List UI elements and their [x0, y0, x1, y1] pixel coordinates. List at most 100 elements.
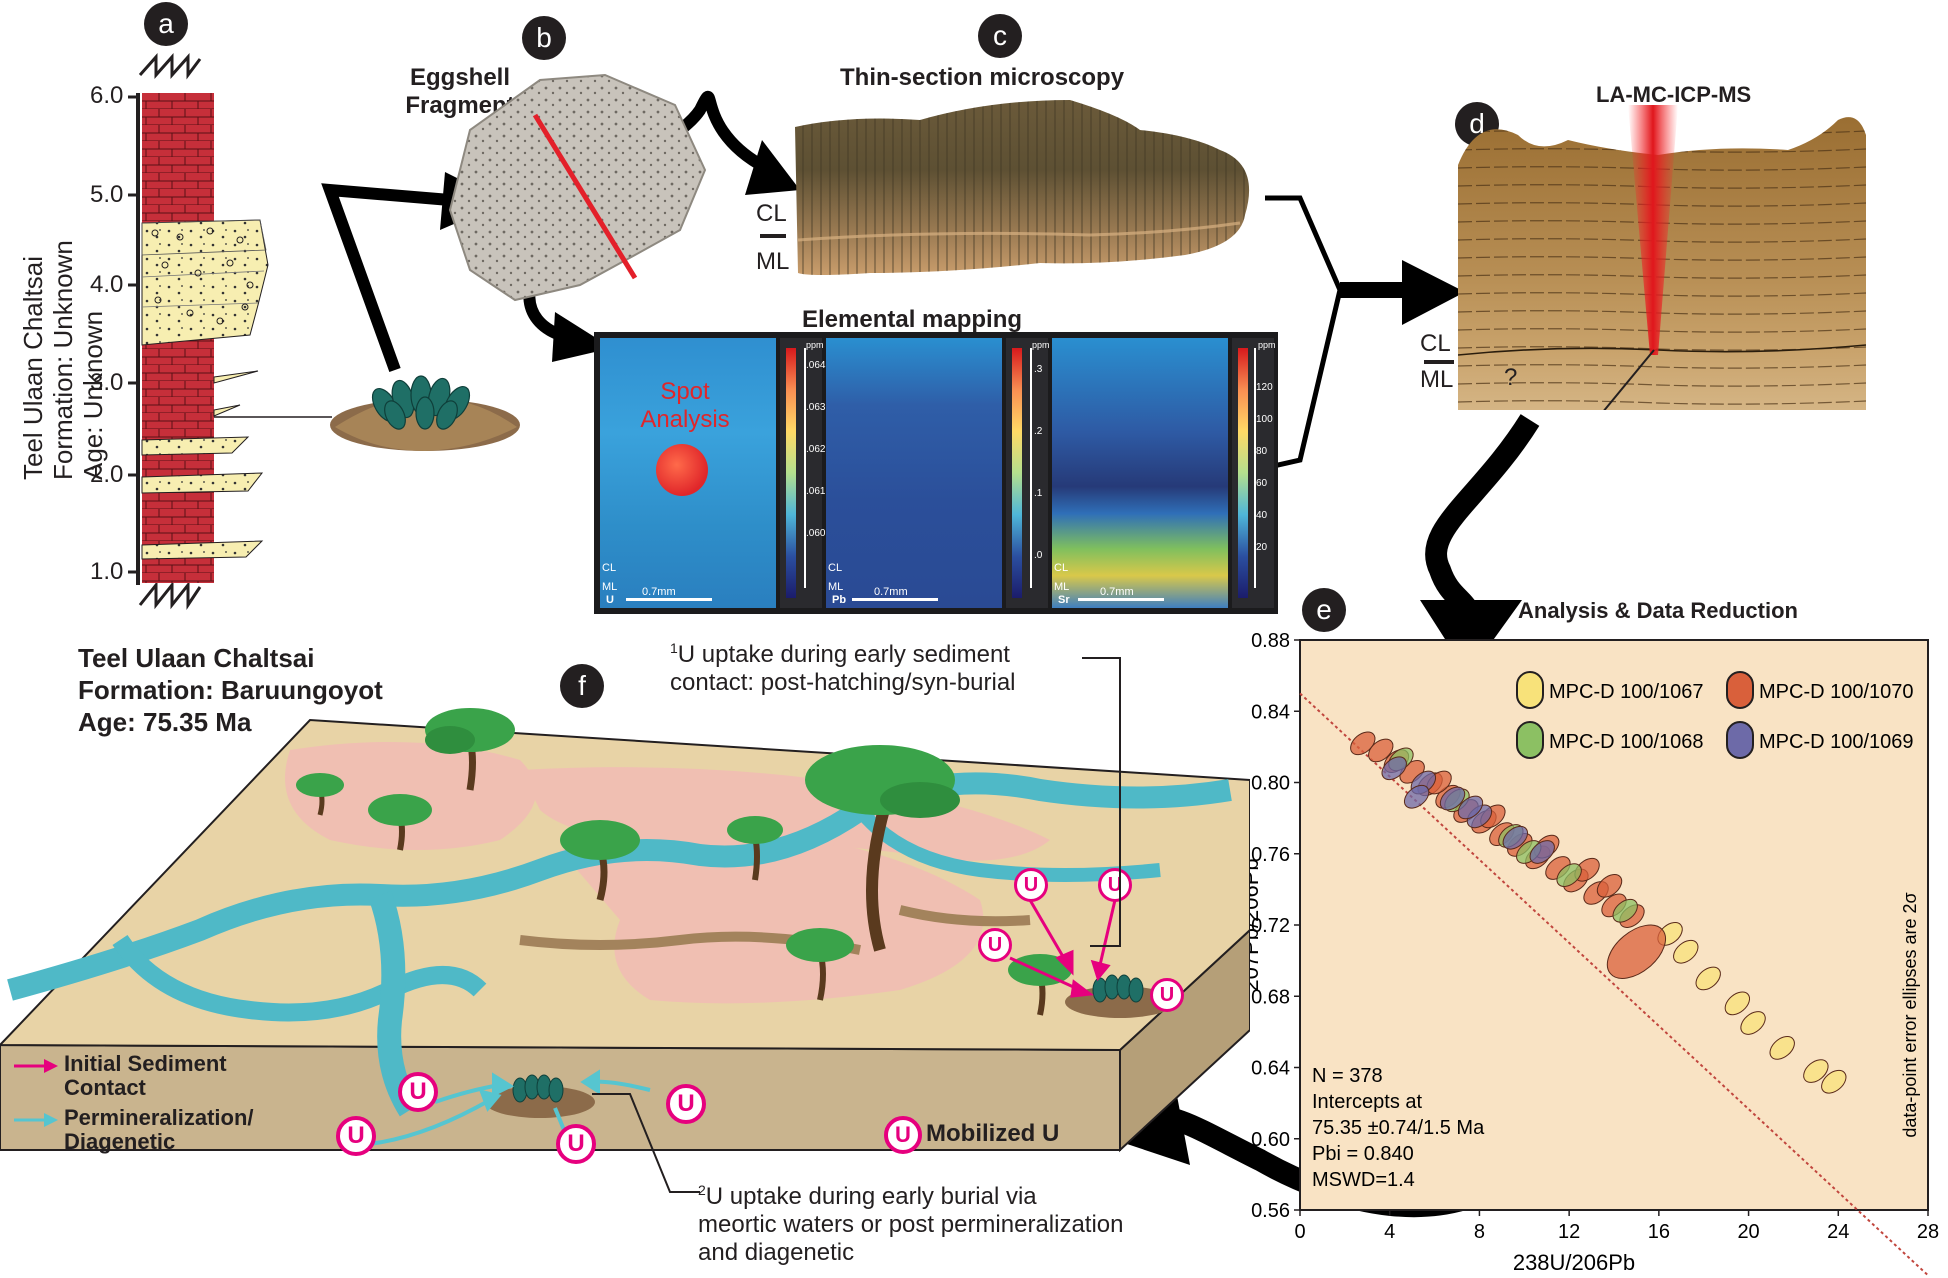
eggshell-title-line-1: Eggshell: [409, 64, 511, 91]
landscape-block-diagram: [0, 708, 1250, 1153]
legend-magenta-arrow-icon: [14, 1059, 58, 1073]
map-pb-element: Pb: [832, 594, 847, 606]
tick-3: 3.0: [90, 369, 124, 396]
laser-title: LA-MC-ICP-MS: [1596, 82, 1752, 107]
u-symbol-text: U: [895, 1122, 911, 1147]
note-2-line-1: 2U uptake during early burial via: [698, 1176, 1124, 1211]
legend-permin-label: Permineralization/ Diagenetic: [64, 1106, 254, 1154]
map-sr-unit: ppm: [1258, 340, 1276, 350]
data-ellipse: [1457, 795, 1484, 820]
u-symbol-buried-1: U: [398, 1072, 438, 1112]
map-sr-ml: ML: [1054, 581, 1070, 593]
u-symbol-text: U: [1159, 984, 1175, 1006]
map-sr-scalebar: [1078, 598, 1164, 601]
tick-6: 6.0: [90, 82, 124, 109]
buried-nest: [485, 1074, 595, 1118]
data-ellipse: [1368, 738, 1394, 763]
legend-swatch: [1516, 721, 1544, 759]
legend-swatch: [1516, 671, 1544, 709]
data-ellipse: [1403, 784, 1430, 809]
panel-label-d: d: [1455, 102, 1499, 146]
data-ellipse: [1821, 1069, 1847, 1094]
data-ellipse: [1803, 1059, 1829, 1083]
map-u-colorbar: ppm .064 .063 .062 .061 .060: [780, 338, 826, 608]
map-pb-cl: CL: [828, 562, 843, 574]
map-pb-tick-3: .1: [1034, 488, 1043, 499]
legend-label: MPC-D 100/1068: [1549, 731, 1704, 753]
mapping-panel: Spot Analysis CL ML U 0.7mm ppm .064 .06…: [594, 332, 1278, 614]
chart-title: Analysis & Data Reduction: [1518, 598, 1798, 623]
thin-section-title: Thin-section microscopy: [840, 64, 1125, 91]
panel-label-b: b: [522, 16, 566, 60]
data-ellipse: [1695, 966, 1721, 991]
thin-section-cl: CL: [756, 200, 787, 227]
data-ellipse: [1596, 873, 1623, 898]
legend-initial-line-2: Contact: [64, 1075, 146, 1100]
legend-label: MPC-D 100/1070: [1759, 681, 1914, 703]
map-sr: CL ML Sr 0.7mm: [1052, 338, 1228, 608]
surface-nest: [1065, 974, 1175, 1018]
map-sr-colorbar: ppm 120 100 80 60 40 20: [1232, 338, 1276, 608]
x-tick-label: 20: [1737, 1221, 1759, 1243]
data-ellipse: [1502, 825, 1528, 850]
data-ellipse: [1740, 1011, 1766, 1035]
floodplain-3: [520, 767, 1050, 861]
stats-line: MSWD=1.4: [1312, 1169, 1415, 1191]
formation-caption: Teel Ulaan Chaltsai Formation: Baruungoy…: [78, 642, 383, 738]
laser-ablation-image: [1458, 105, 1866, 410]
egg-nest-illustration: [330, 375, 520, 451]
y-tick-label: 0.88: [1251, 630, 1290, 652]
x-tick-label: 12: [1558, 1221, 1580, 1243]
laser-boundary: [1424, 360, 1454, 364]
u-symbol-text: U: [567, 1130, 585, 1157]
note-1-text-1: U uptake during early sediment: [677, 641, 1010, 668]
x-tick-label: 0: [1294, 1221, 1305, 1243]
x-tick-label: 24: [1827, 1221, 1849, 1243]
map-pb-tick-1: .3: [1034, 364, 1043, 375]
data-ellipse: [1556, 863, 1582, 887]
data-ellipse: [1350, 731, 1376, 756]
y-tick-label: 0.64: [1251, 1058, 1290, 1080]
note-1-sup: 1: [670, 640, 678, 656]
map-u-tick-4: .061: [806, 486, 826, 497]
zigzag-bottom: [138, 580, 202, 610]
plot-area: [1299, 639, 1929, 1211]
tick-4: 4.0: [90, 271, 124, 298]
y-tick-label: 0.76: [1251, 844, 1290, 866]
data-ellipse: [1769, 1036, 1795, 1060]
note-2-line-2: meortic waters or post permineralization: [698, 1211, 1124, 1238]
u-symbol-buried-3: U: [556, 1124, 596, 1164]
legend-label: MPC-D 100/1069: [1759, 731, 1914, 753]
map-u-element: U: [606, 594, 614, 606]
map-pb-scalebar: [852, 598, 938, 601]
u-symbol-buried-2: U: [336, 1116, 376, 1156]
note-2-line-3: and diagenetic: [698, 1239, 855, 1266]
laser-ml: ML: [1420, 366, 1454, 393]
map-sr-tick-5: 40: [1256, 510, 1268, 521]
map-u-tick-5: .060: [806, 528, 826, 539]
map-pb: CL ML Pb 0.7mm: [826, 338, 1002, 608]
legend-initial-line-1: Initial Sediment: [64, 1051, 227, 1076]
note-1-line-1: 1U uptake during early sediment: [670, 634, 1016, 669]
map-sr-tick-1: 120: [1256, 382, 1273, 393]
u-symbol-text: U: [347, 1122, 365, 1149]
u-symbol-text: U: [677, 1090, 695, 1117]
y-tick-label: 0.68: [1251, 986, 1290, 1008]
map-sr-tick-3: 80: [1256, 446, 1268, 457]
spot-label-line-2: Analysis: [640, 406, 730, 433]
data-ellipse: [1439, 786, 1466, 811]
map-u-tick-2: .063: [806, 402, 826, 413]
map-sr-tick-6: 20: [1256, 542, 1268, 553]
caption-line-2: Formation: Baruungoyot: [78, 675, 383, 705]
y-tick-label: 0.80: [1251, 773, 1290, 795]
cut-line: [532, 113, 638, 280]
legend-cyan-arrow-icon: [14, 1113, 58, 1127]
trees: [296, 708, 1072, 1016]
map-pb-tick-4: .0: [1034, 550, 1043, 561]
data-ellipse: [1612, 898, 1638, 923]
u-symbol-surface-3: U: [978, 928, 1012, 962]
panel-label-f: f: [560, 664, 604, 708]
data-ellipse: [1529, 840, 1555, 864]
laser-cl: CL: [1420, 330, 1451, 357]
